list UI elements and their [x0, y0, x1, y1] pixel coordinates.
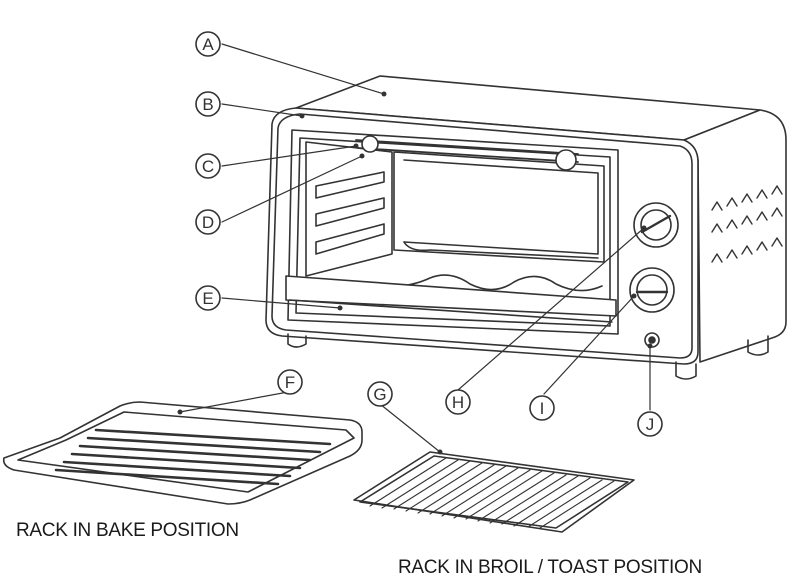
- timer-knob[interactable]: [629, 267, 675, 313]
- caption-broil-toast-position: RACK IN BROIL / TOAST POSITION: [398, 557, 702, 578]
- heating-element-bottom: [363, 274, 603, 292]
- svg-text:C: C: [202, 157, 214, 176]
- svg-text:E: E: [202, 289, 213, 308]
- svg-text:D: D: [202, 213, 214, 232]
- wire-rack: [353, 451, 635, 533]
- callout-f: F: [277, 369, 303, 395]
- callout-g: G: [367, 381, 393, 407]
- bake-pan: [2, 401, 363, 505]
- callout-a: A: [195, 31, 221, 57]
- svg-text:B: B: [202, 95, 213, 114]
- oven-foot: [287, 333, 307, 348]
- callout-b: B: [195, 91, 221, 117]
- leader-lines: [179, 43, 651, 453]
- callout-j: J: [637, 411, 663, 437]
- callout-c: C: [195, 153, 221, 179]
- svg-text:G: G: [373, 385, 386, 404]
- callout-d: D: [195, 209, 221, 235]
- svg-text:J: J: [646, 415, 655, 434]
- temperature-knob[interactable]: [633, 202, 679, 248]
- callout-i: I: [529, 395, 555, 421]
- callout-h: H: [445, 389, 471, 415]
- callout-e: E: [195, 285, 221, 311]
- svg-text:H: H: [452, 393, 464, 412]
- heating-element-top: [355, 139, 579, 163]
- svg-text:I: I: [540, 399, 545, 418]
- svg-text:A: A: [202, 35, 214, 54]
- oven-foot: [675, 361, 697, 380]
- side-vents: [711, 185, 783, 263]
- oven-foot: [747, 335, 769, 356]
- caption-bake-position: RACK IN BAKE POSITION: [16, 520, 239, 541]
- rack-guides: [315, 171, 385, 255]
- oven-door: [285, 129, 619, 335]
- svg-text:F: F: [285, 373, 295, 392]
- leader-dots: [177, 91, 653, 455]
